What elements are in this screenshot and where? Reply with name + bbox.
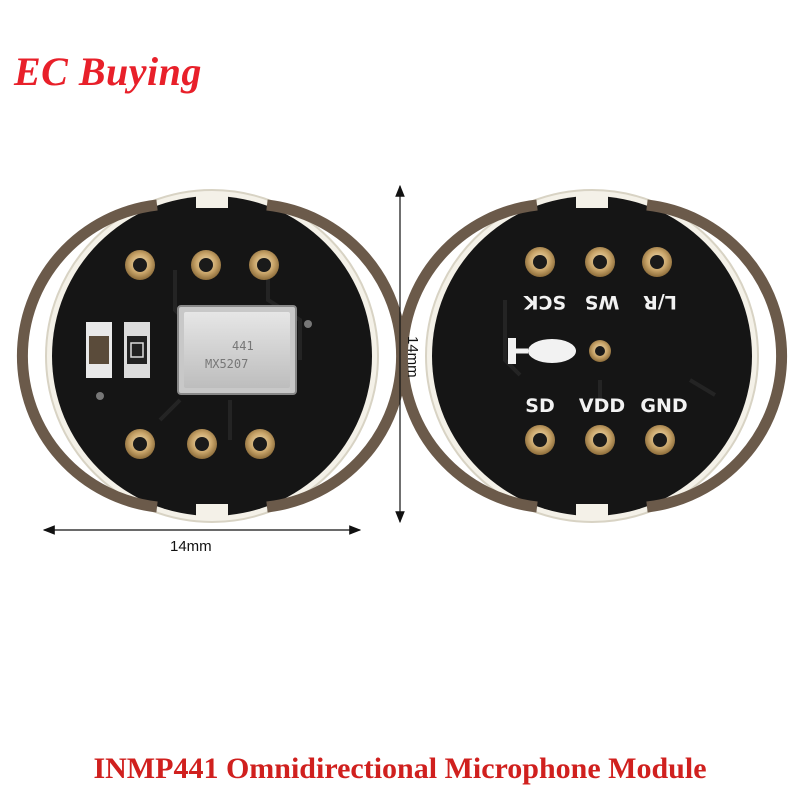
left-board: 441 MX5207 — [16, 189, 408, 523]
brand-logo: EC Buying — [14, 49, 202, 94]
width-dimension-label: 14mm — [170, 538, 212, 555]
chip-marking-line1: 441 — [232, 339, 254, 353]
pad-row-top-right — [525, 247, 672, 277]
right-board: SCK WS L/R SD VDD GND — [396, 189, 788, 523]
height-dimension-label: 14mm — [404, 336, 421, 378]
pad-row-bottom-left — [125, 429, 275, 459]
pad-row-top-left — [125, 250, 279, 280]
pin-label-sd: SD — [525, 395, 554, 417]
height-dimension: 14mm — [395, 184, 421, 524]
smd-resistor — [86, 322, 112, 378]
pin-label-vdd: VDD — [579, 395, 625, 417]
acoustic-port-hole — [589, 340, 611, 362]
chip-marking-line2: MX5207 — [205, 357, 248, 371]
pin-label-sck: SCK — [523, 291, 567, 313]
microphone-chip: 441 MX5207 — [177, 305, 297, 395]
product-caption: INMP441 Omnidirectional Microphone Modul… — [93, 752, 707, 785]
width-dimension: 14mm — [42, 525, 362, 555]
pin-label-gnd: GND — [640, 395, 687, 417]
microphone-silkscreen-icon — [508, 338, 576, 364]
pin-labels-top: SCK WS L/R — [523, 291, 677, 313]
pin-label-lr: L/R — [643, 291, 677, 313]
pin-labels-bottom: SD VDD GND — [525, 395, 687, 417]
pin-label-ws: WS — [585, 291, 620, 313]
smd-capacitor — [124, 322, 150, 378]
pad-row-bottom-right — [525, 425, 675, 455]
